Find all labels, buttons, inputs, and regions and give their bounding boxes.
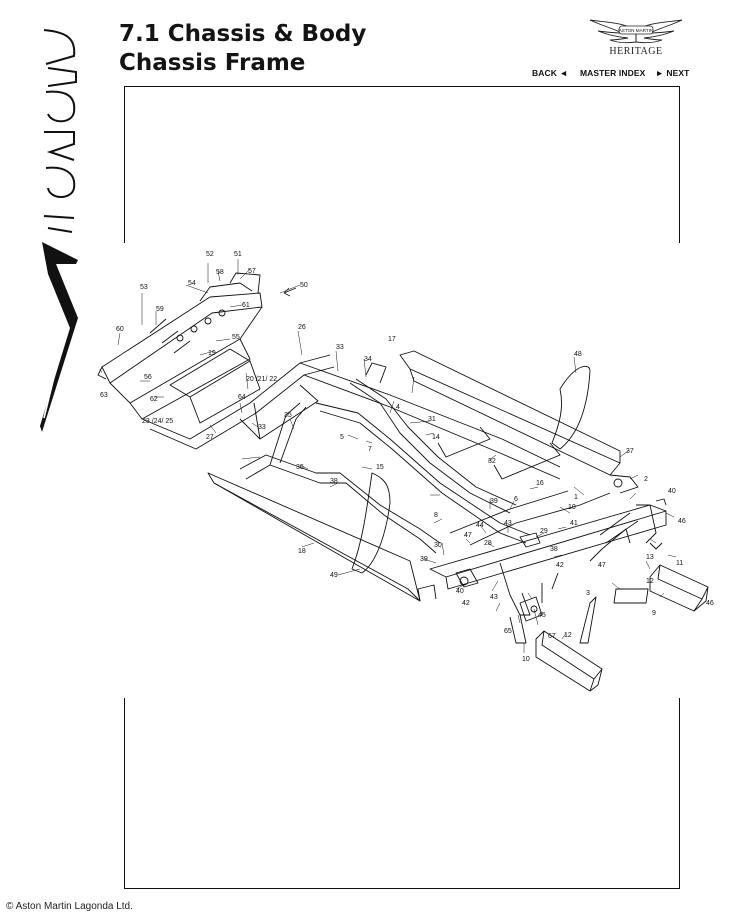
- callout-label: 64: [238, 394, 246, 401]
- master-index-link[interactable]: MASTER INDEX: [579, 68, 646, 78]
- callout-label: 23 /24/ 25: [142, 418, 173, 425]
- callout-label: 40: [456, 588, 464, 595]
- callout-label: 43: [490, 594, 498, 601]
- callout-label: 57: [248, 268, 256, 275]
- callout-label: 62: [150, 396, 158, 403]
- arrow-50-icon: [283, 287, 297, 297]
- callout-label: 7: [368, 446, 372, 453]
- section-title: 7.1 Chassis & Body: [119, 21, 367, 47]
- callout-label: 58: [216, 269, 224, 276]
- page-navigation: BACK ◄ MASTER INDEX ► NEXT: [532, 68, 689, 78]
- callout-leaders: [99, 259, 677, 653]
- callout-label: 48: [574, 351, 582, 358]
- callout-label: 29: [540, 528, 548, 535]
- callout-label: 59: [156, 306, 164, 313]
- callout-label: 36: [296, 464, 304, 471]
- next-link[interactable]: ► NEXT: [655, 68, 690, 78]
- badge-text: ASTON MARTIN: [619, 28, 654, 33]
- callout-label: 28: [484, 540, 492, 547]
- callout-label: 1: [574, 494, 578, 501]
- callout-label: 15: [376, 464, 384, 471]
- callout-label: 33: [336, 344, 344, 351]
- callout-label: 10: [568, 504, 576, 511]
- callout-label: 60: [116, 326, 124, 333]
- copyright-text: © Aston Martin Lagonda Ltd.: [6, 901, 133, 912]
- callout-label: 56: [144, 374, 152, 381]
- callout-label: 16: [536, 480, 544, 487]
- callout-label: 54: [188, 280, 196, 287]
- callout-label: 13: [646, 554, 654, 561]
- callout-label: 39: [420, 556, 428, 563]
- callout-label: 50: [300, 282, 308, 289]
- callout-label: 12: [564, 632, 572, 639]
- callout-label: 63: [100, 392, 108, 399]
- callout-label: 47: [464, 532, 472, 539]
- callout-label: 65: [504, 628, 512, 635]
- callout-label: 32: [488, 458, 496, 465]
- callout-label: 4: [396, 404, 400, 411]
- callout-label: 8: [434, 512, 438, 519]
- callout-label: 35: [284, 412, 292, 419]
- callout-label: 10: [522, 656, 530, 663]
- callout-label: 11: [676, 560, 683, 567]
- callout-label: 2: [644, 476, 648, 483]
- callout-label: 52: [206, 251, 214, 258]
- callout-label: 46: [678, 518, 686, 525]
- callout-label: 9: [652, 610, 656, 617]
- callout-label: 20 /21/ 22: [246, 376, 277, 383]
- callout-label: 39: [490, 498, 498, 505]
- callout-label: 19: [208, 350, 216, 357]
- callout-label: 3: [586, 590, 590, 597]
- callout-label: 12: [646, 578, 654, 585]
- callout-label: 14: [432, 434, 440, 441]
- callout-label: 17: [388, 336, 396, 343]
- callout-label: 51: [234, 251, 242, 258]
- callout-label: 38: [550, 546, 558, 553]
- callout-label: 42: [462, 600, 470, 607]
- callout-label: 27: [206, 434, 214, 441]
- callout-label: 26: [298, 324, 306, 331]
- section-subtitle: Chassis Frame: [119, 50, 306, 76]
- back-link[interactable]: BACK ◄: [532, 68, 568, 78]
- callout-label: 67: [548, 633, 556, 640]
- virage-script-logo-icon: [40, 29, 78, 432]
- callout-label: 34: [364, 356, 372, 363]
- page-title: 7.1 Chassis & Body Chassis Frame: [119, 20, 366, 78]
- callout-label: 61: [242, 302, 250, 309]
- callout-label: 38: [330, 478, 338, 485]
- callout-label: 53: [140, 284, 148, 291]
- callout-label: 30: [434, 542, 442, 549]
- callout-label: 46: [706, 600, 714, 607]
- callout-label: 5: [340, 434, 344, 441]
- callout-label: 44: [476, 522, 484, 529]
- callout-label: 42: [556, 562, 564, 569]
- callout-label: 6: [514, 496, 518, 503]
- heritage-label: HERITAGE: [609, 46, 663, 57]
- callout-label: 40: [668, 488, 676, 495]
- callout-label: 47: [598, 562, 606, 569]
- aston-martin-wings-icon: ASTON MARTIN: [589, 19, 683, 44]
- callout-label: 31: [428, 416, 436, 423]
- callout-label: 41: [570, 520, 578, 527]
- callout-label: 37: [626, 448, 634, 455]
- callout-label: 33: [258, 424, 266, 431]
- callout-label: 43: [504, 520, 512, 527]
- chassis-linework: [97, 272, 709, 692]
- callout-label: 55: [232, 334, 240, 341]
- callout-label: 45: [538, 612, 546, 619]
- callout-label: 18: [298, 548, 306, 555]
- callout-label: 49: [330, 572, 338, 579]
